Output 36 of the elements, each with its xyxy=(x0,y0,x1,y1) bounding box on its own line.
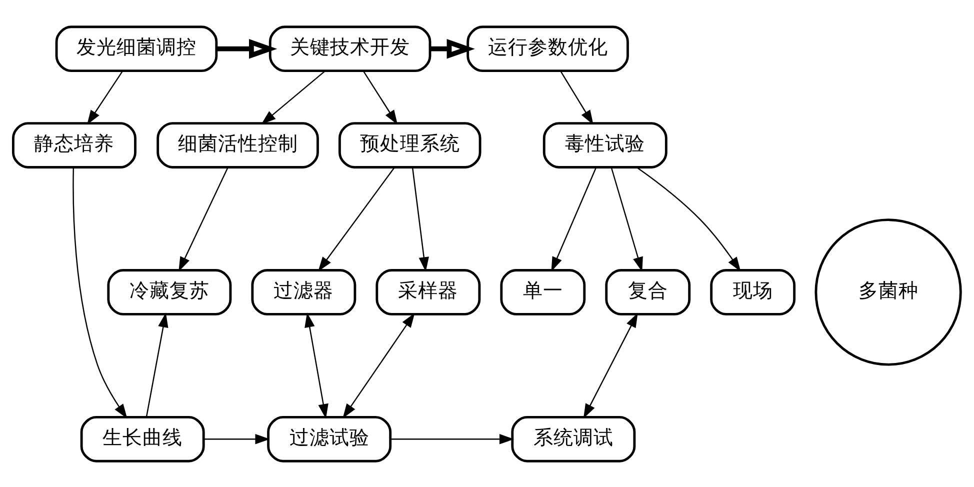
arrow xyxy=(362,70,398,124)
node-box: 运行参数优化 xyxy=(466,25,629,72)
node-box: 单一 xyxy=(500,268,586,315)
node-box: 过滤器 xyxy=(251,268,356,315)
arrow xyxy=(430,38,475,58)
arrow xyxy=(87,70,124,124)
node-box: 预处理系统 xyxy=(338,122,482,168)
arrow xyxy=(342,312,415,418)
node-box: 系统调试 xyxy=(511,415,636,462)
arrow xyxy=(204,434,270,444)
node-box: 毒性试验 xyxy=(542,122,668,168)
arrow xyxy=(560,70,594,124)
arrow xyxy=(318,166,395,271)
arrow xyxy=(390,434,514,444)
node-box: 采样器 xyxy=(376,268,481,315)
arrow xyxy=(412,166,429,272)
node-box: 细菌活性控制 xyxy=(156,122,319,168)
node-box: 静态培养 xyxy=(12,122,136,168)
node-box: 发光细菌调控 xyxy=(55,25,218,72)
node-box: 冷藏复苏 xyxy=(107,268,232,315)
arrow xyxy=(146,312,168,416)
arrow xyxy=(261,70,326,124)
node-box: 生长曲线 xyxy=(80,415,205,462)
arrow xyxy=(72,167,128,418)
arrow xyxy=(636,166,741,272)
arrow xyxy=(583,312,638,418)
arrow xyxy=(551,166,597,272)
arrow xyxy=(610,166,643,272)
node-box: 关键技术开发 xyxy=(268,25,432,72)
node-circle: 多菌种 xyxy=(814,218,962,366)
node-box: 复合 xyxy=(605,268,691,315)
arrow xyxy=(216,38,278,58)
arrow xyxy=(304,312,328,418)
node-box: 现场 xyxy=(710,268,796,315)
node-box: 过滤试验 xyxy=(267,415,392,462)
arrow xyxy=(178,166,228,272)
